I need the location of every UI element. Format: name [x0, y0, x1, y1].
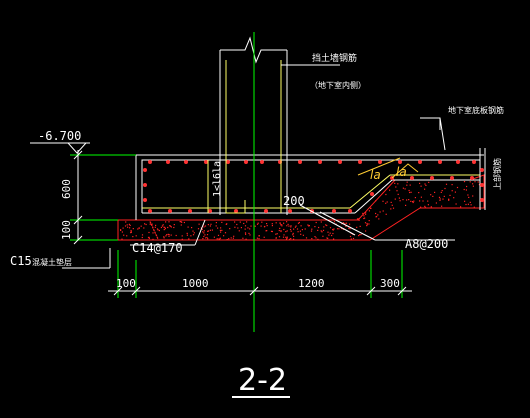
vdim-100: 100	[60, 220, 73, 240]
rebar-dot-side	[143, 183, 147, 187]
rebar-a8-label: A8@200	[405, 237, 448, 251]
rebar-c14-label: C14@170	[132, 241, 183, 255]
rebar-dot-bottom	[148, 209, 152, 213]
lap-la-2: la	[396, 165, 407, 179]
vertical-dimension	[70, 150, 136, 245]
footing-outline	[135, 148, 486, 220]
c15-label: C15	[10, 254, 32, 268]
rebar-dot-top	[260, 160, 264, 164]
rebar-dot-top	[298, 160, 302, 164]
vdim-600: 600	[60, 179, 73, 199]
elevation-marker	[30, 142, 90, 154]
c15-sub: 混凝土垫层	[32, 257, 72, 267]
lean-concrete-pad	[117, 174, 485, 241]
rebar-dot-bottom	[370, 192, 374, 196]
hdim-300: 300	[380, 277, 400, 290]
rebar-dot-side	[143, 168, 147, 172]
rebar-dot-side	[480, 183, 484, 187]
hdim-100: 100	[116, 277, 136, 290]
rebar-dot-top	[358, 160, 362, 164]
rebar-dot-bottom	[332, 209, 336, 213]
rebar-dot-bottom	[470, 176, 474, 180]
rebar-dot-top	[148, 160, 152, 164]
rebar-dot-top	[338, 160, 342, 164]
retaining-wall	[207, 36, 288, 215]
rebar-dot-top	[378, 160, 382, 164]
rebar-dot-top	[204, 160, 208, 164]
lap-arrows	[357, 157, 419, 179]
horizontal-dimension	[108, 250, 412, 298]
break-line-symbol	[220, 36, 287, 64]
rebar-dot-top	[184, 160, 188, 164]
rebar-dot-bottom	[430, 176, 434, 180]
wall-rebar-note: 挡土墙钢筋	[312, 52, 357, 64]
rebar-dot-top	[166, 160, 170, 164]
rebar-dot-bottom	[410, 176, 414, 180]
rebar-dot-side	[143, 198, 147, 202]
side-note: 上部钢筋	[492, 158, 502, 190]
rebar-dot-bottom	[450, 176, 454, 180]
rebar-dot-top	[398, 160, 402, 164]
rebar-dot-bottom	[288, 209, 292, 213]
rebar-dots	[143, 160, 484, 213]
rebar-dot-top	[456, 160, 460, 164]
rebar-dot-top	[226, 160, 230, 164]
vertical-lap-label: 1<l6la	[212, 161, 223, 197]
basement-wall-note: 地下室底板钢筋	[448, 105, 504, 115]
hdim-1000: 1000	[182, 277, 209, 290]
rebar-dot-top	[472, 160, 476, 164]
leaders	[62, 64, 455, 269]
rebar-dot-side	[480, 198, 484, 202]
rebar-dot-top	[244, 160, 248, 164]
rebar-dot-bottom	[168, 209, 172, 213]
rebar-dot-top	[418, 160, 422, 164]
rebar-dot-bottom	[234, 209, 238, 213]
rebar-dot-bottom	[264, 209, 268, 213]
hdim-1200: 1200	[298, 277, 325, 290]
elevation-label: -6.700	[38, 129, 81, 143]
rebar-dot-top	[318, 160, 322, 164]
dim-200-label: 200	[283, 194, 305, 208]
section-title: 2-2	[238, 363, 287, 398]
lap-la-1: la	[370, 168, 381, 182]
rebar-dot-top	[438, 160, 442, 164]
wall-note-sub: （地下室内侧）	[310, 80, 366, 90]
rebar-dot-bottom	[208, 209, 212, 213]
rebar-dot-side	[480, 168, 484, 172]
rebar-dot-bottom	[348, 209, 352, 213]
rebar-dot-bottom	[188, 209, 192, 213]
